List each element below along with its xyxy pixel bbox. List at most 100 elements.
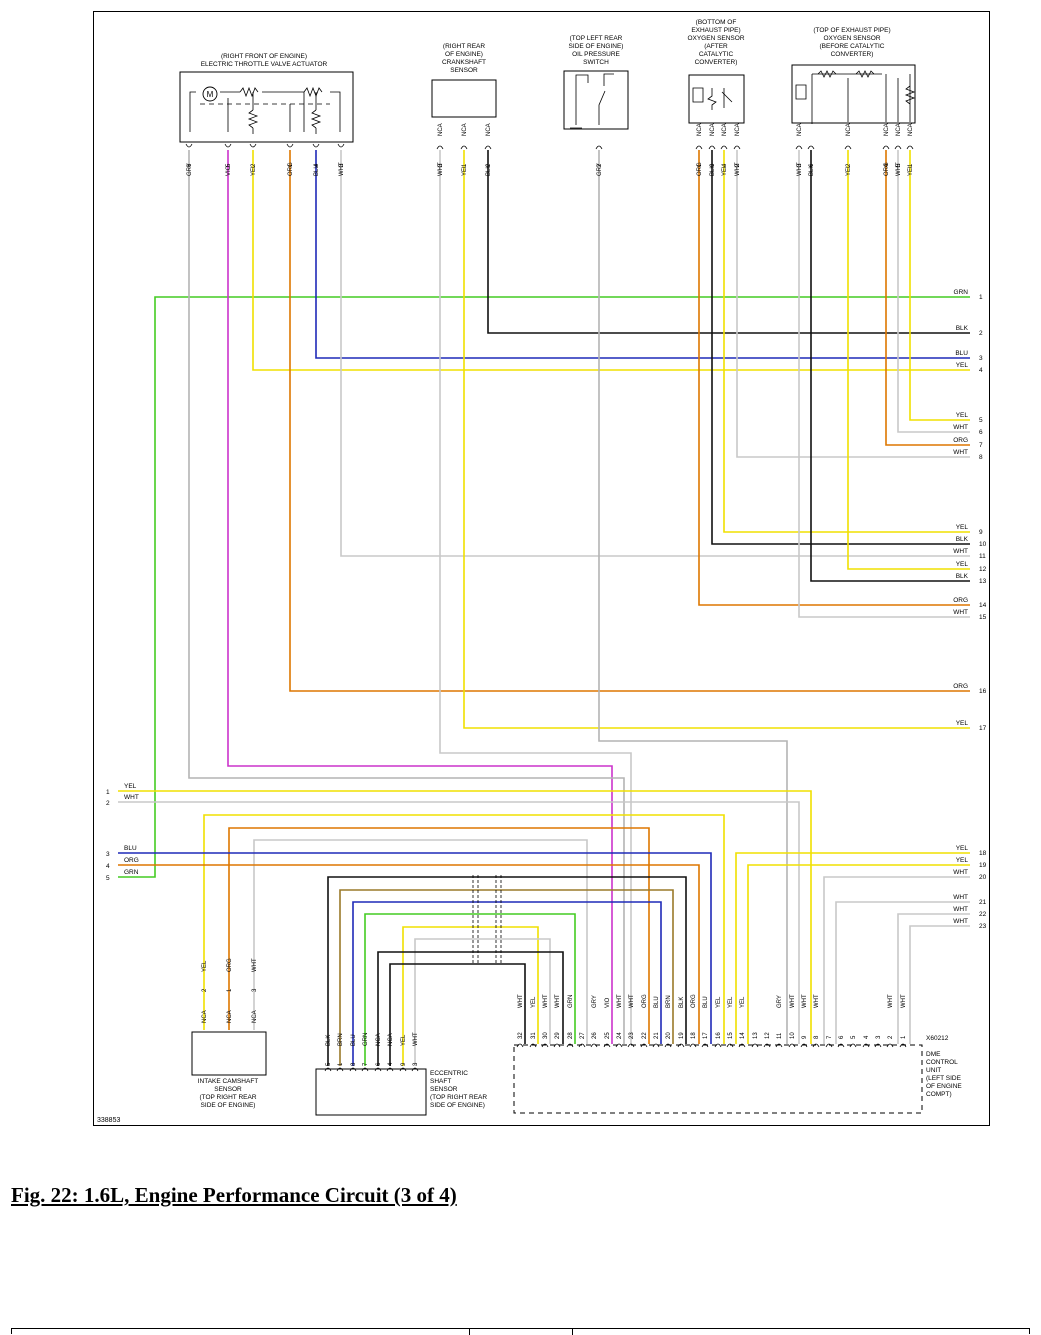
crankshaft-sensor-label: CRANKSHAFT [442,59,486,66]
right-terminal-number: 17 [979,725,987,732]
right-terminal-color: GRN [954,289,969,296]
eccentric-shaft-sensor-label: (TOP RIGHT REAR [430,1094,487,1101]
pin-number: 7 [363,1062,369,1066]
wire-wht-21 [835,901,970,1044]
wire-yel-left1 [118,790,812,1044]
left-terminal-number: 4 [106,863,110,870]
dme-pin-number: 13 [753,1032,759,1039]
wire-color-label: WHT [896,162,902,176]
right-terminal-color: YEL [956,412,969,419]
oil-pressure-switch-label: SWITCH [583,59,609,66]
connector-mark [708,145,716,150]
connector-mark [529,1043,537,1048]
connector-mark [324,1067,332,1072]
right-terminal-number: 5 [979,417,983,424]
right-terminal-color: WHT [953,424,968,431]
right-terminal-number: 15 [979,614,987,621]
dme-pin-number: 8 [814,1035,820,1039]
connector-mark [733,145,741,150]
right-terminal-number: 23 [979,923,987,930]
intake-camshaft-sensor-label: (TOP RIGHT REAR [199,1094,256,1101]
o2-sensor-after-icon [692,87,733,110]
connector-mark [788,1043,796,1048]
wire-color-label: BLU [314,164,320,176]
nca-label: NCA [202,1010,208,1023]
wire-color-label: WHT [413,1032,419,1046]
pin-number: 2 [735,163,741,167]
pin-number: 2 [251,163,257,167]
connector-mark [249,143,257,148]
wire-org-o2b [885,150,970,446]
wire-color-label: YEL [251,164,257,176]
nca-label: NCA [227,1010,233,1023]
eccentric-shaft-sensor-label: ECCENTRIC [430,1070,468,1077]
pin-number: 1 [288,163,294,167]
wire-wht-23 [909,925,970,1044]
wire-blu-ecc [352,901,662,1066]
connector-mark [336,1067,344,1072]
dme-pin-number: 16 [716,1032,722,1039]
wire-color-label: BRN [338,1033,344,1046]
crankshaft-sensor-label: OF ENGINE) [445,51,483,58]
motor-symbol: M [207,90,214,99]
oil-pressure-switch-label: (TOP LEFT REAR [570,35,623,42]
connector-mark [361,1067,369,1072]
right-terminal-number: 11 [979,553,986,560]
wire-gry-oil-dme [598,150,788,1044]
wire-grn-ecc [364,913,576,1066]
wire-yel-crank [463,150,970,729]
pin-number: 3 [438,163,444,167]
wire-color-label: ORG [884,162,890,176]
right-terminal-number: 1 [979,294,983,301]
nca-label: NCA [908,123,914,136]
nca-label: NCA [486,123,492,136]
eccentric-shaft-sensor-label: SIDE OF ENGINE) [430,1102,485,1109]
dme-wire-color: WHT [901,994,907,1008]
wire-color-label: BLK [710,165,716,176]
dme-pin-number: 1 [901,1035,907,1039]
connector-mark [615,1043,623,1048]
right-terminal-color: ORG [953,683,968,690]
pin-number: 4 [884,163,890,167]
pin-number: 6 [809,163,815,167]
pin-number: 9 [401,1062,407,1066]
connector-mark [751,1043,759,1048]
right-terminal-color: YEL [956,362,969,369]
right-terminal-number: 22 [979,911,987,918]
dme-pin-number: 4 [864,1035,870,1039]
dme-wire-color: WHT [543,994,549,1008]
dme-control-unit-label: COMPT) [926,1091,952,1098]
wire-color-label: ORG [227,958,233,972]
dme-wire-color: ORG [642,994,648,1008]
dme-control-unit-label: OF ENGINE [926,1083,962,1090]
diagram-frame [93,11,990,1126]
dme-wire-color: BRN [666,995,672,1008]
pin-number: 2 [597,163,603,167]
wire-color-label: GRN [363,1033,369,1046]
pin-number: 1 [227,988,233,992]
connector-mark [874,1043,882,1048]
pin-number: 2 [846,163,852,167]
throttle-actuator-label: (RIGHT FRONT OF ENGINE) [221,53,307,60]
connector-mark [800,1043,808,1048]
dme-pin-number: 24 [617,1032,623,1039]
dme-control-unit-label: (LEFT SIDE [926,1075,962,1082]
o2-sensor-before-label: (BEFORE CATALYTIC [819,43,884,50]
o2-sensor-after-label: EXHAUST PIPE) [691,27,740,34]
pin-number: 6 [187,163,193,167]
dme-wire-color: WHT [814,994,820,1008]
connector-mark [337,143,345,148]
wire-blk-ecc [327,876,687,1066]
label-layer: (RIGHT FRONT OF ENGINE)ELECTRIC THROTTLE… [106,19,987,1109]
connector-mark [566,1043,574,1048]
right-terminal-number: 18 [979,850,987,857]
pin-number: 2 [486,163,492,167]
nca-label: NCA [846,123,852,136]
dme-pin-number: 31 [531,1032,537,1039]
connector-mark [224,143,232,148]
wire-gry-throttle-dme [188,150,625,1044]
connector-mark [726,1043,734,1048]
dme-wire-color: BLU [703,996,709,1008]
dme-pin-number: 5 [851,1035,857,1039]
o2-sensor-after-label: (AFTER [704,43,728,50]
